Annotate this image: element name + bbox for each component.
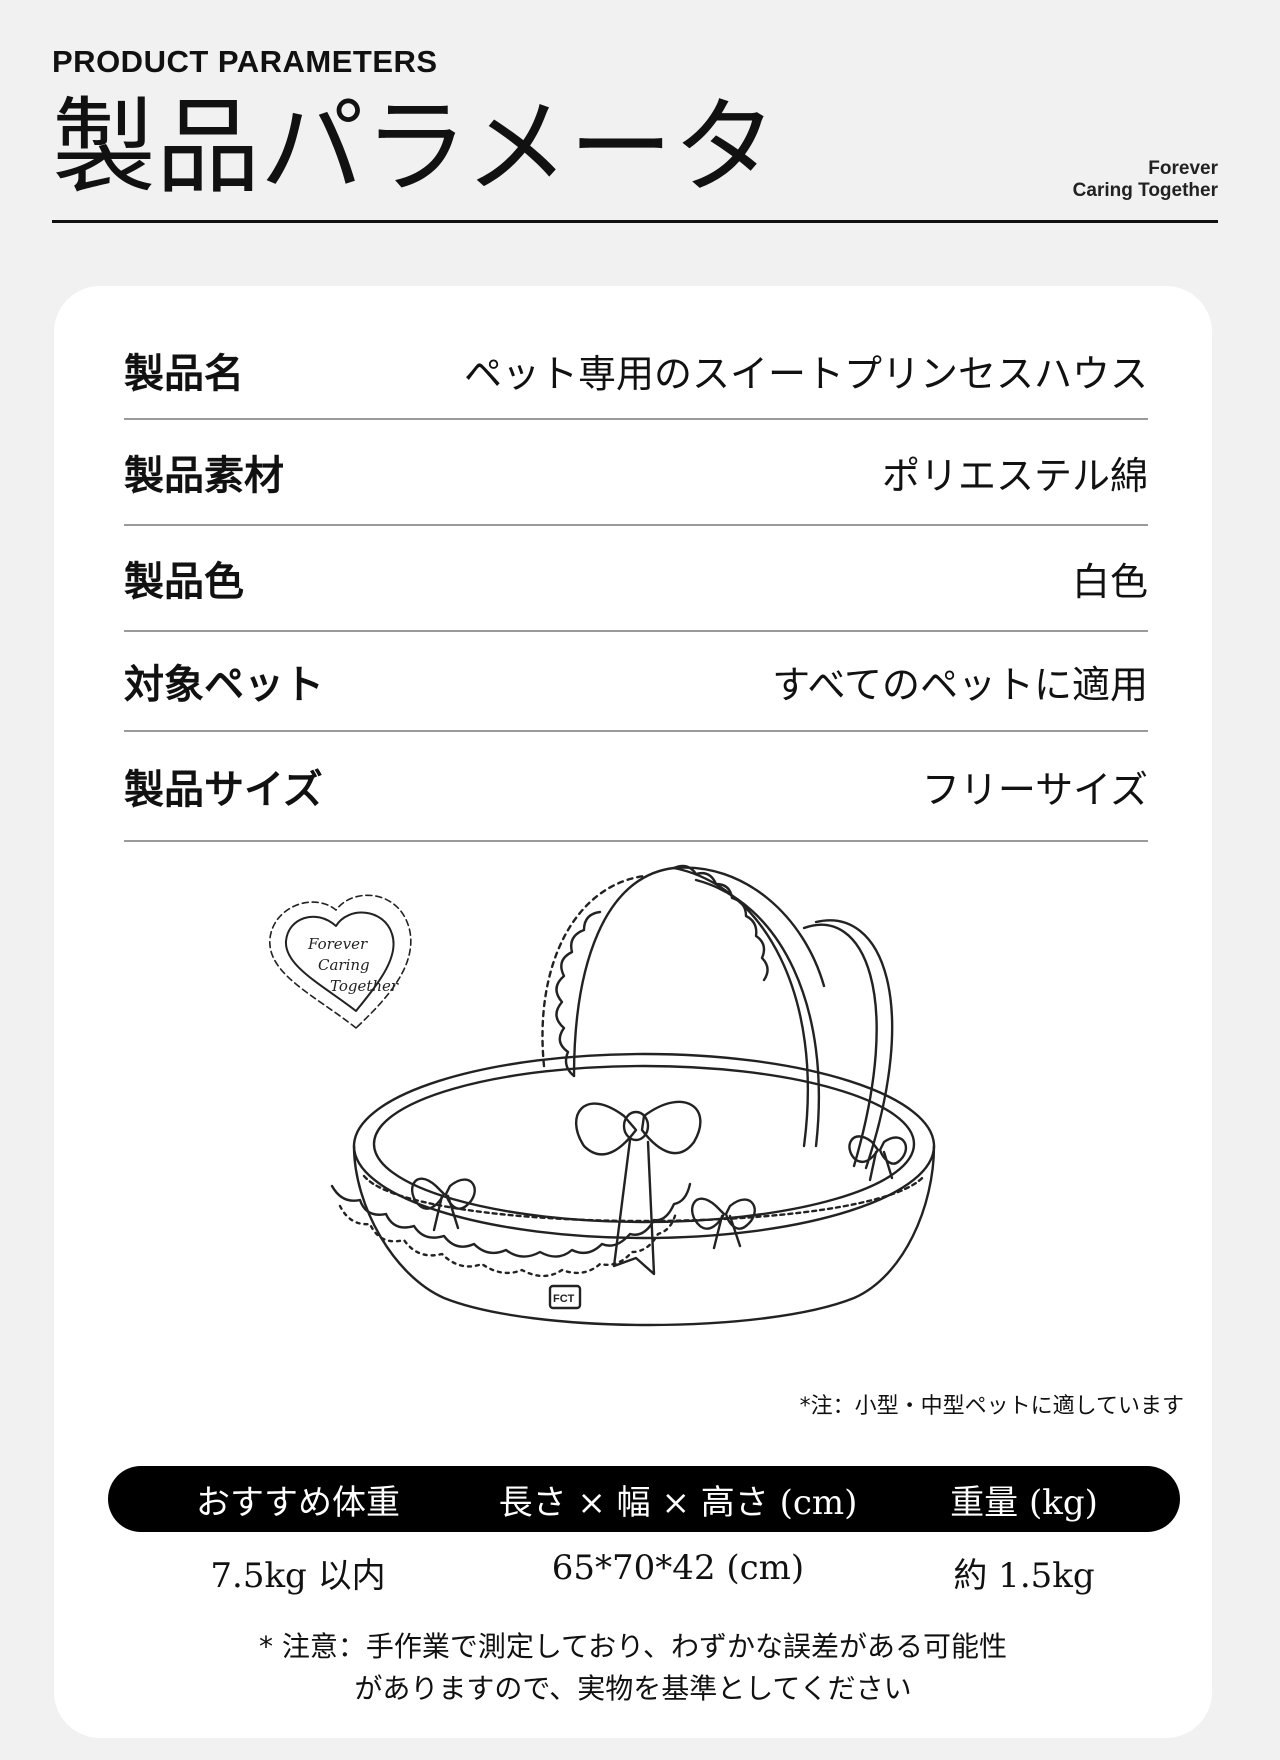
param-label: 対象ペット [124, 662, 324, 708]
spec-header-dimensions: 長さ × 幅 × 高さ (cm) [498, 1482, 858, 1523]
param-value: すべてのペットに適用 [772, 662, 1148, 707]
param-row-name: 製品名 ペット専用のスイートプリンセスハウス [124, 322, 1148, 420]
param-value: 白色 [1071, 559, 1148, 604]
disclaimer-line-1: * 注意：手作業で測定しており、わずかな誤差がある可能性 [258, 1630, 1008, 1663]
header-divider [52, 220, 1218, 223]
skirt-ruffle-lace [338, 1204, 678, 1278]
disclaimer-line-2: がありますので、実物を基準としてください [354, 1672, 912, 1705]
param-label: 製品サイズ [124, 767, 323, 813]
measurement-disclaimer: * 注意：手作業で測定しており、わずかな誤差がある可能性 がありますので、実物を… [54, 1626, 1212, 1710]
spec-values-row: 7.5kg 以内 65*70*42 (cm) 約 1.5kg [108, 1548, 1180, 1597]
spec-header-mass: 重量 (kg) [950, 1482, 1098, 1523]
spec-value-mass: 約 1.5kg [953, 1556, 1095, 1596]
param-value: ペット専用のスイートプリンセスハウス [463, 351, 1148, 396]
spec-header-bar: おすすめ体重 長さ × 幅 × 高さ (cm) 重量 (kg) [108, 1466, 1180, 1532]
tag-text: FCT [553, 1293, 575, 1305]
param-row-color: 製品色 白色 [124, 526, 1148, 632]
bow-far-right-icon [848, 1135, 908, 1182]
brand-line-1: Forever [1148, 158, 1218, 179]
bed-base [352, 1052, 936, 1327]
canopy-ruffle-right [672, 864, 769, 982]
param-label: 製品素材 [124, 453, 284, 499]
param-row-target-pet: 対象ペット すべてのペットに適用 [124, 632, 1148, 732]
page-header: PRODUCT PARAMETERS 製品パラメータ Forever Carin… [52, 0, 1218, 224]
heart-text-3: Together [330, 977, 399, 995]
brand-tag-icon: FCT [548, 1284, 582, 1310]
brand-line-2: Caring Together [1072, 180, 1218, 201]
param-row-material: 製品素材 ポリエステル綿 [124, 420, 1148, 526]
parameter-table: 製品名 ペット専用のスイートプリンセスハウス 製品素材 ポリエステル綿 製品色 … [124, 322, 1148, 842]
spec-header-weight: おすすめ体重 [196, 1482, 400, 1523]
param-value: フリーサイズ [921, 767, 1148, 812]
japanese-title: 製品パラメータ [52, 86, 777, 208]
english-title: PRODUCT PARAMETERS [52, 44, 438, 79]
pet-bed-illustration: Forever Caring Together [269, 864, 936, 1327]
suitability-note: *注：小型・中型ペットに適しています [799, 1394, 1184, 1419]
parameter-card: 製品名 ペット専用のスイートプリンセスハウス 製品素材 ポリエステル綿 製品色 … [54, 286, 1212, 1738]
heart-text-2: Caring [318, 956, 370, 974]
bow-left-icon [410, 1177, 476, 1232]
param-row-size: 製品サイズ フリーサイズ [124, 732, 1148, 842]
spec-value-dimensions: 65*70*42 (cm) [551, 1548, 805, 1588]
param-value: ポリエステル綿 [881, 453, 1148, 498]
heart-text-1: Forever [307, 935, 368, 953]
heart-badge-icon: Forever Caring Together [269, 894, 412, 1029]
param-label: 製品色 [124, 559, 244, 605]
spec-value-weight: 7.5kg 以内 [210, 1556, 386, 1596]
brand-tagline: Forever Caring Together [1073, 158, 1218, 202]
bow-right-icon [690, 1197, 756, 1250]
param-label: 製品名 [124, 351, 244, 397]
bow-center-icon [574, 1100, 702, 1276]
canopy-ruffle [555, 910, 602, 1078]
